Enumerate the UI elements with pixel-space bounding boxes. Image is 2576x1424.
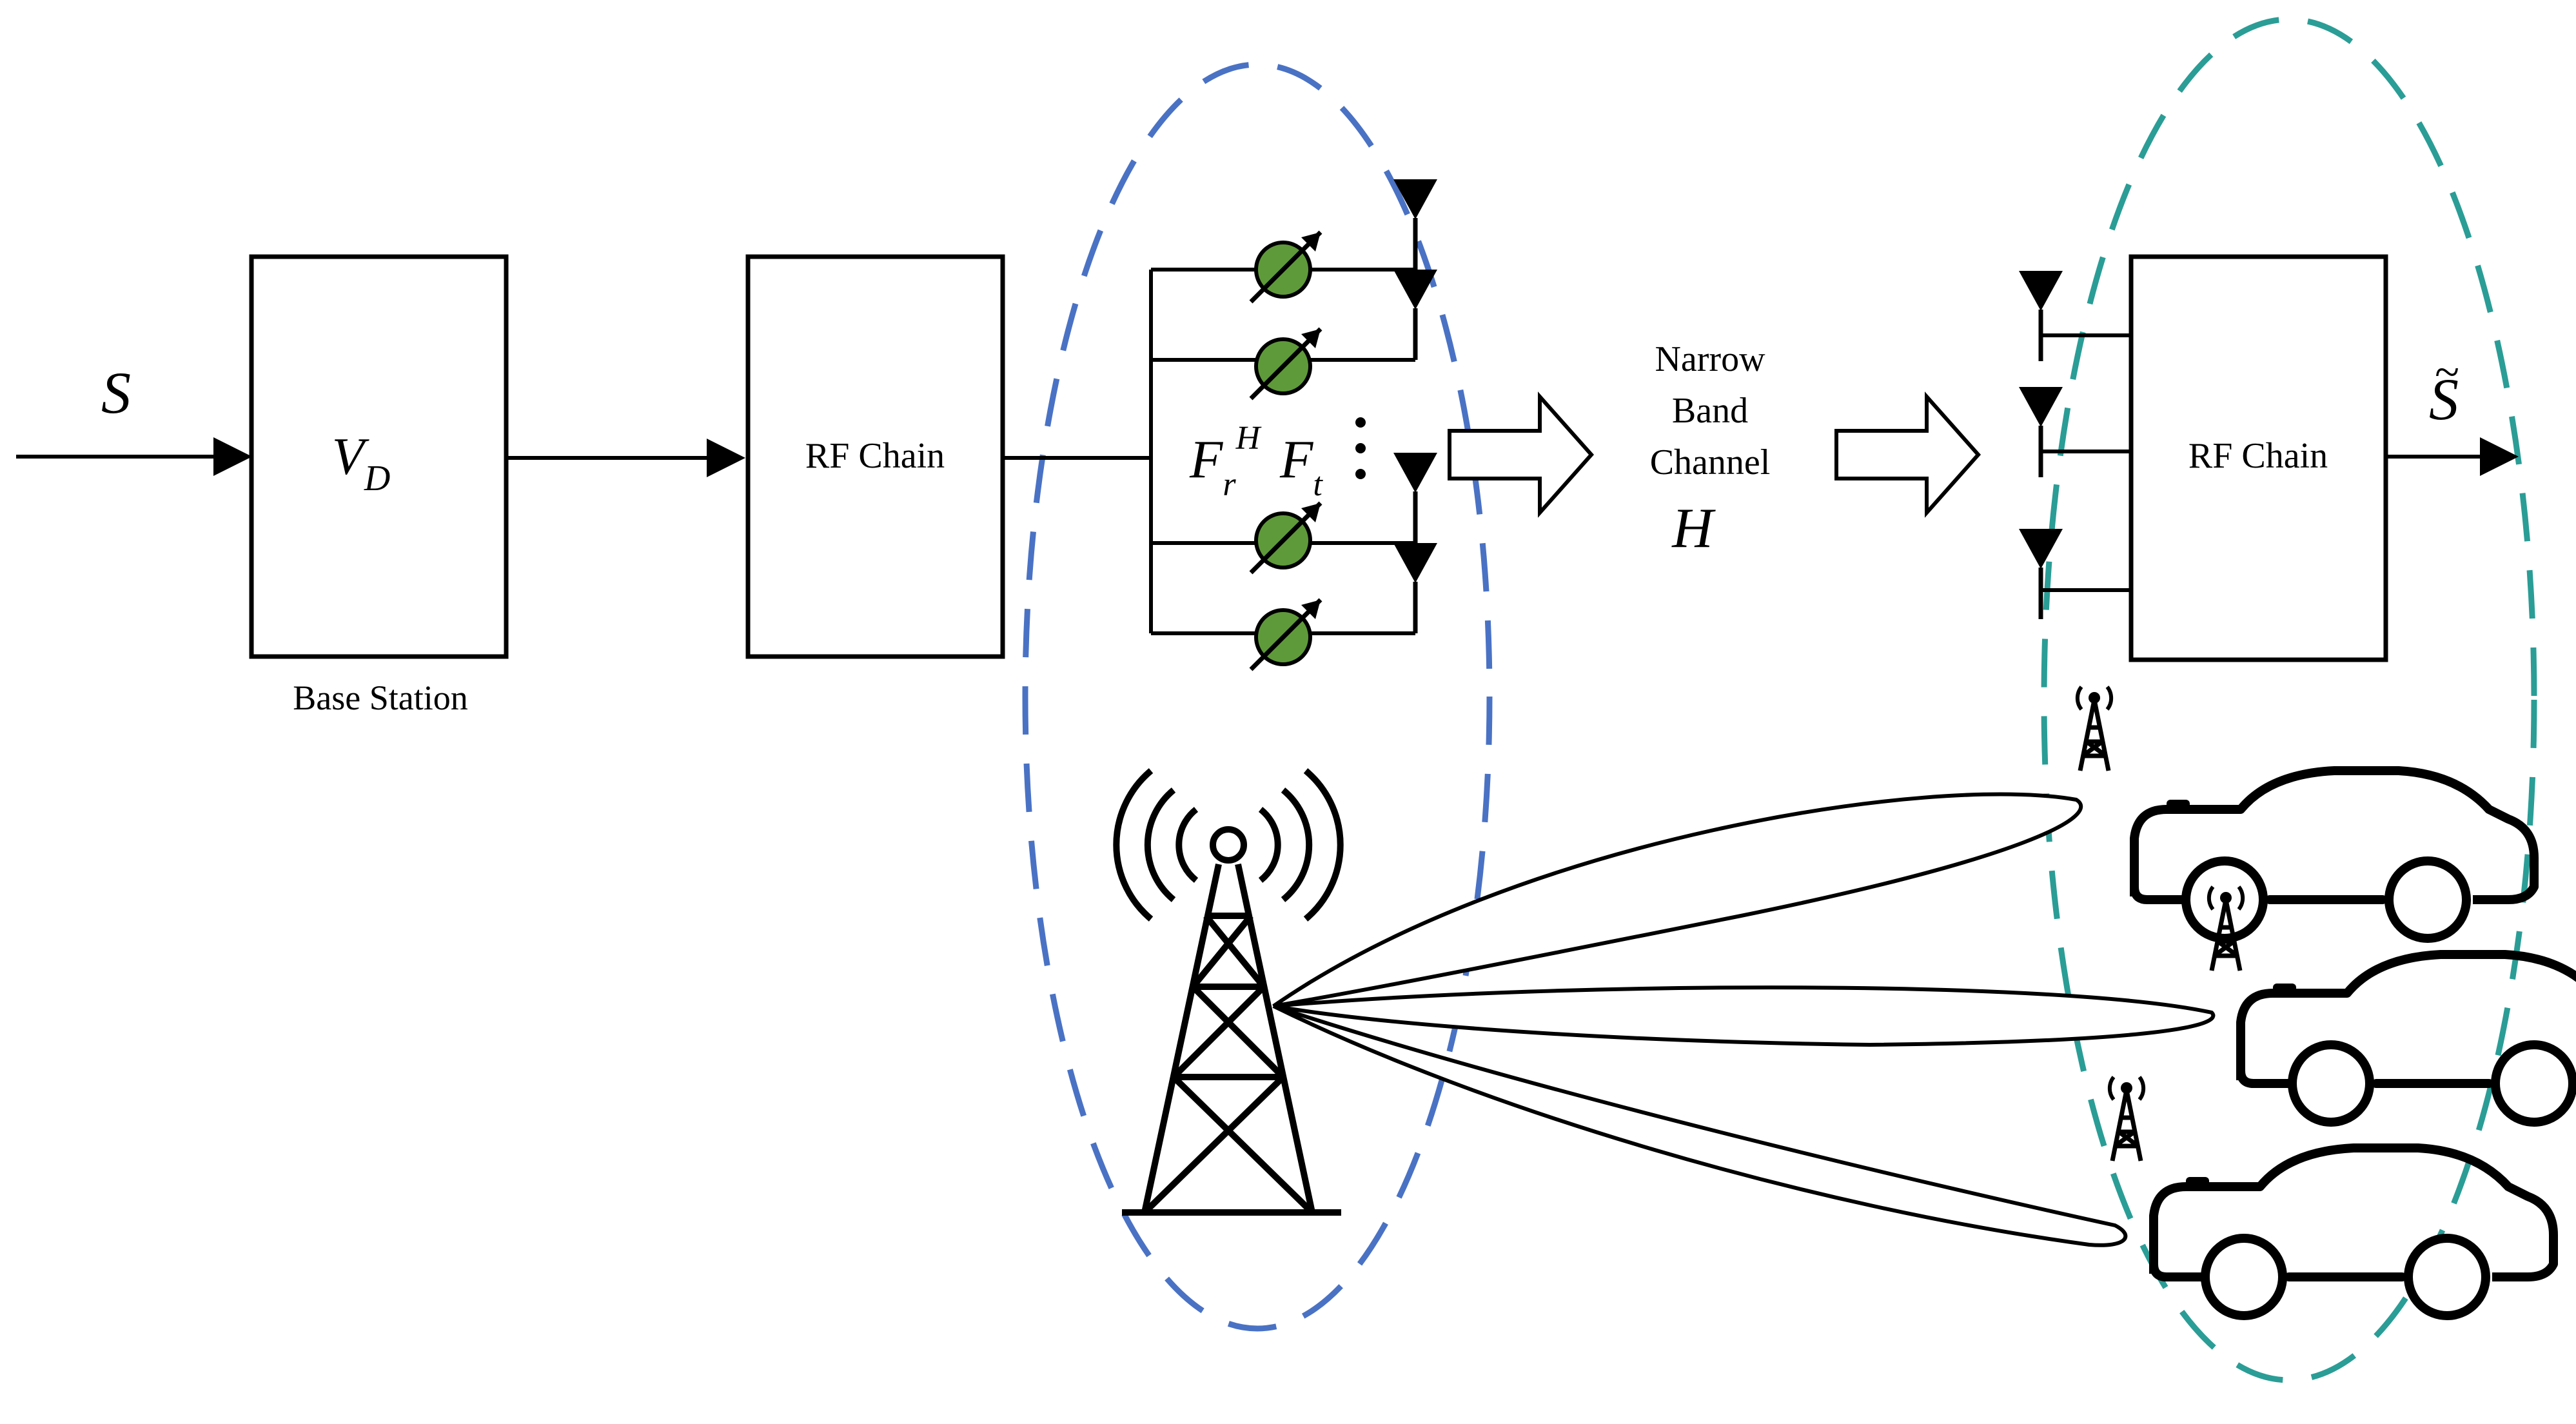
rx-rf-chain-label: RF Chain (2188, 436, 2328, 476)
precoder-block (249, 254, 509, 659)
precoder-symbol: V (332, 427, 369, 486)
cell-tower-icon (1113, 768, 1344, 1216)
channel-symbol: H (1671, 497, 1716, 560)
transmitter-ellipse (1022, 61, 1493, 1332)
analog-t-subscript: t (1313, 466, 1323, 503)
phase-shifter-icon (1251, 503, 1321, 573)
car-icon (2134, 771, 2534, 938)
antenna-icon (2019, 271, 2063, 361)
phase-shifter-icon (1251, 600, 1321, 669)
analog-precoder-label: FrH (1189, 420, 1262, 503)
analog-f-symbol: F (1189, 430, 1224, 490)
output-signal-label: S (2429, 366, 2459, 432)
precoder-label: VD (332, 427, 391, 499)
tx-rf-chain-label: RF Chain (805, 436, 945, 476)
block-arrow-icon (1834, 391, 1981, 518)
tx-rf-chain-block (745, 254, 1005, 659)
car-icon (2154, 1148, 2553, 1316)
analog-f2-symbol: F (1279, 430, 1314, 490)
phase-shifter-icon (1251, 232, 1321, 302)
beam-lobes (1272, 792, 2216, 1247)
base-station-label: Base Station (293, 678, 467, 717)
ellipsis-dots (1355, 417, 1366, 479)
antenna-icon (1393, 543, 1437, 633)
antenna-icon (1393, 453, 1437, 543)
analog-h-superscript: H (1235, 420, 1262, 457)
channel-line-3: Channel (1650, 442, 1771, 482)
block-arrow-icon (1448, 391, 1595, 518)
antenna-icon (2019, 387, 2063, 477)
rx-rf-chain-block (2129, 254, 2388, 662)
rx-antenna-feeds (2041, 333, 2131, 592)
channel-line-1: Narrow (1655, 339, 1765, 379)
receiver-ellipse (2041, 16, 2537, 1383)
precoder-subscript: D (364, 459, 390, 499)
channel-line-2: Band (1672, 391, 1748, 431)
antenna-icon (2019, 529, 2063, 619)
mini-tower-icon (2110, 1077, 2143, 1161)
analog-r-subscript: r (1223, 466, 1236, 503)
input-signal-label: S (101, 360, 131, 426)
analog-combiner-label: Ft (1279, 430, 1323, 503)
phase-shifter-icon (1251, 329, 1321, 399)
mini-tower-icon (2078, 687, 2111, 771)
car-icon (2241, 954, 2576, 1122)
output-tilde: ~ (2435, 348, 2459, 397)
